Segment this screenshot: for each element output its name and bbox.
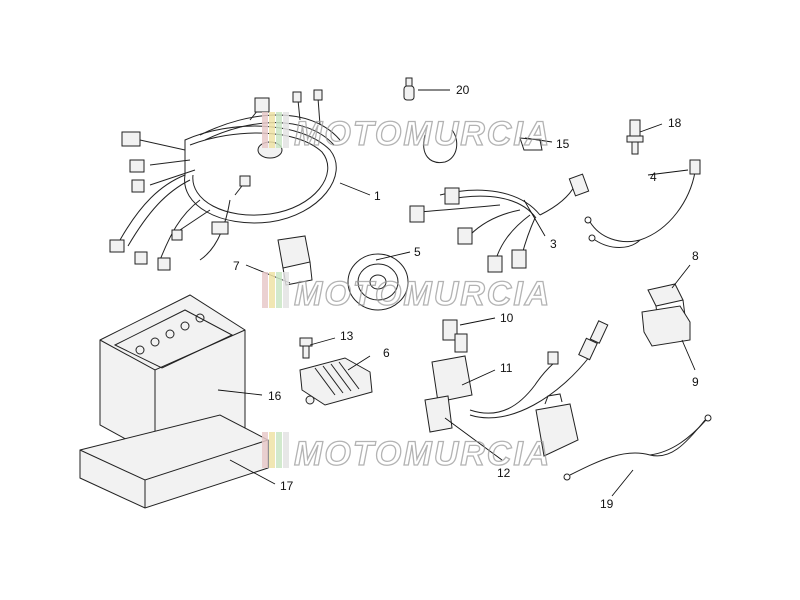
watermark-stripe	[283, 112, 289, 148]
relay-holder-part-9	[641, 305, 691, 347]
connector-block-part-12	[424, 393, 579, 457]
watermark-stripe	[283, 432, 289, 468]
main-wiring-harness	[109, 89, 341, 271]
callout-6: 6	[383, 346, 390, 360]
watermark-stripe	[276, 112, 282, 148]
callout-18: 18	[668, 116, 682, 130]
watermark-middle: MOTOMURCIA	[262, 272, 551, 314]
watermark-stripe	[276, 272, 282, 308]
ground-cable-part-19	[563, 414, 712, 481]
watermark-bottom: MOTOMURCIA	[262, 432, 551, 474]
watermark-stripe	[269, 432, 275, 468]
callout-11: 11	[500, 361, 513, 375]
callout-10: 10	[500, 311, 514, 325]
callout-16: 16	[268, 389, 282, 403]
leader-lines	[217, 89, 696, 497]
watermark-text: MOTOMURCIA	[294, 275, 551, 313]
watermark-top: MOTOMURCIA	[262, 112, 551, 154]
watermark-stripe	[283, 272, 289, 308]
callout-7: 7	[233, 259, 240, 273]
switch-part-18	[626, 119, 644, 155]
watermark-stripe	[262, 112, 268, 148]
bulb-part-20	[403, 77, 415, 101]
callout-13: 13	[340, 329, 354, 343]
watermark-stripe	[269, 272, 275, 308]
secondary-harness-part-3	[409, 173, 590, 273]
callout-19: 19	[600, 497, 614, 511]
callout-17: 17	[280, 479, 294, 493]
callout-15: 15	[556, 137, 570, 151]
voltage-regulator-part-6	[299, 357, 373, 406]
watermark-text: MOTOMURCIA	[294, 435, 551, 473]
callout-9: 9	[692, 375, 699, 389]
small-harness-part-4	[584, 159, 701, 248]
callout-20: 20	[456, 83, 470, 97]
fuse-part-10	[442, 319, 468, 353]
watermark-stripe	[269, 112, 275, 148]
bolt-part-13	[299, 337, 313, 359]
callout-4: 4	[650, 170, 657, 184]
callout-5: 5	[414, 245, 421, 259]
horn-part-5	[347, 253, 409, 311]
watermark-text: MOTOMURCIA	[294, 115, 551, 153]
callout-1: 1	[374, 189, 381, 203]
callout-3: 3	[550, 237, 557, 251]
callout-12: 12	[497, 466, 511, 480]
watermark-stripe	[262, 272, 268, 308]
watermark-stripe	[262, 432, 268, 468]
callout-8: 8	[692, 249, 699, 263]
watermark-stripe	[276, 432, 282, 468]
fuse-box-part-11	[431, 320, 609, 419]
callout-labels: 1 3 4 5 6 7 8 9 10 11 12 13 15 16 17 18 …	[233, 83, 699, 511]
